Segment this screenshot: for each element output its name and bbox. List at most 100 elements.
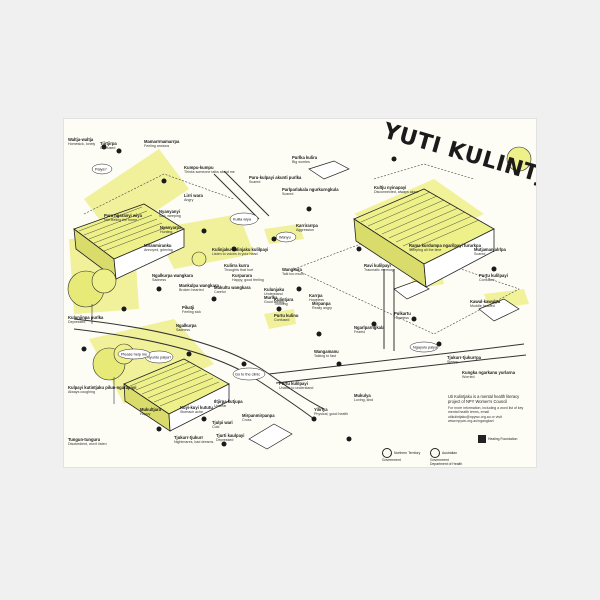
emotion-desc-24: Really angry <box>312 306 332 310</box>
emotion-desc-35: Talking to fast <box>314 354 336 358</box>
emotion-label-39: Kungka ngarkanu yurlarna <box>462 370 516 375</box>
emotion-label-10: Kulinjaku-kulinjaku kulilpayi <box>212 247 268 252</box>
emotion-desc-7: Hunting <box>160 230 172 234</box>
emotion-desc-4: Not feeling the home <box>104 218 137 222</box>
emotion-label-29: Karrirarrpa <box>296 223 319 228</box>
emotion-label-43: Iltjirpa kutjupa <box>214 399 243 404</box>
emotion-label-14: Mankulpa wangkara <box>179 283 219 288</box>
emotion-label-6: Nyanyanyi <box>159 209 180 214</box>
emotion-desc-28: Disconnected, always alone <box>374 190 419 194</box>
logo-name: Northern Territory Government <box>382 450 421 462</box>
poster-illustration: YUTI KULINTJAKU Palya? Kulila wiya Wanyu… <box>67 119 536 450</box>
emotion-label-25: Purlka kulira <box>292 155 318 160</box>
emotion-label-16: Kulunjinpa purlka <box>68 315 104 320</box>
emotion-label-22: Wangkara <box>282 267 303 272</box>
emotion-desc-2: Feeling anxious <box>144 144 169 148</box>
emotion-desc-48: Always coughing <box>68 390 95 394</box>
emotion-label-7: Nyanyarpa <box>160 225 182 230</box>
emotion-label-38: Tjukurr-tjukurrpa <box>447 355 482 360</box>
logo-name: Australian Government <box>430 450 458 462</box>
nt-emblem-icon <box>382 448 392 458</box>
people-figures <box>81 144 497 447</box>
speech-1: Palya? <box>95 168 107 172</box>
emotion-desc-40: Loving, kind <box>354 398 373 402</box>
emotion-label-34: Kawul-kawulpa <box>470 299 501 304</box>
emotion-desc-46: Nightmares, bad dreams <box>174 440 214 444</box>
emotion-desc-12: Happy, good feeling <box>232 278 264 282</box>
emotion-label-18: Murlka <box>264 295 278 300</box>
emotion-label-4: Para ngaranyi wiya <box>104 213 143 218</box>
poster: YUTI KULINTJAKU Palya? Kulila wiya Wanyu… <box>64 119 536 467</box>
emotion-label-47: Tungun-tunguru <box>68 437 101 442</box>
emotion-desc-11: Thoughts that hurt <box>224 268 253 272</box>
emotion-desc-23: Thinking <box>274 302 288 306</box>
emotion-label-50: Purtu kulilpayi <box>279 381 308 386</box>
emotion-label-41: Yiliriya <box>314 407 328 412</box>
house-center-right <box>353 188 495 288</box>
emotion-desc-22: Talk too much <box>282 272 304 276</box>
emotion-desc-44: Cold <box>212 425 219 429</box>
emotion-label-13: Mukultu wangkara <box>214 285 251 290</box>
emotion-desc-33: Confused <box>479 278 494 282</box>
emotion-label-19: Kulunjaku <box>264 287 285 292</box>
emotion-desc-47: Disobedient, won't listen <box>68 442 107 446</box>
emotion-label-11: Kulirra kurra <box>224 263 250 268</box>
emotion-label-23: Kulintjara <box>274 297 294 302</box>
logo-healing-foundation: Healing Foundation <box>478 435 517 443</box>
emotion-label-2: Mamarrmamarrpa <box>144 139 180 144</box>
emotion-desc-10: Listen to voices in your head <box>212 252 258 256</box>
emotion-label-31: Ravi kulilpayi <box>364 263 391 268</box>
emotion-label-26: Paru-kulpayi akunti purlka <box>249 175 302 180</box>
emotion-label-15: Pikatji <box>182 305 194 310</box>
emotion-desc-27: Scared <box>282 192 293 196</box>
emotion-desc-19: Understand <box>264 292 283 296</box>
emotion-label-48: Kulpayi kutintjaku pilun-ngarapayi <box>68 385 136 390</box>
emotion-label-12: Kurparara <box>232 273 253 278</box>
emotion-desc-38: Sleepy <box>447 360 458 364</box>
info-more: For more information, including a word l… <box>448 406 524 424</box>
info-text: Uti Kulintjaku is a mental health litera… <box>448 394 520 404</box>
speech-3: Wanyu <box>279 236 291 240</box>
emotion-label-37: Pulkartu <box>394 311 411 316</box>
speech-4: Nyuntu palya? <box>147 356 171 360</box>
emotion-desc-30: Sleeping all the time <box>409 248 441 252</box>
emotion-desc-20: Confused <box>274 318 289 322</box>
emotion-label-35: Wangamanu <box>314 349 339 354</box>
emotion-desc-45: Depressed <box>216 438 233 442</box>
emotion-label-32: Mutjamanjalrlpa <box>474 247 507 252</box>
emotion-label-33: Purtu kulilpayi <box>479 273 508 278</box>
emotion-desc-14: Broken hearted <box>179 288 204 292</box>
emotion-desc-25: Big worries <box>292 160 310 164</box>
emotion-desc-0: Homesick, lonely <box>68 142 95 146</box>
emotion-label-51: Mirpanmirpanpa <box>242 413 275 418</box>
emotion-desc-42: Stomach ache <box>180 410 203 414</box>
logo-subname: Department of Health <box>430 462 463 466</box>
emotion-desc-8: Annoyed, grieving <box>144 248 173 252</box>
healing-foundation-logo-icon <box>478 435 486 443</box>
emotion-desc-31: Traumatic memory <box>364 268 394 272</box>
emotion-desc-6: Sad, weeping <box>159 214 181 218</box>
logo-nt-government: Northern Territory Government <box>382 448 428 462</box>
emotion-desc-13: Careful <box>214 290 226 294</box>
emotion-label-45: Tjurti kaulpayi <box>216 433 244 438</box>
speech-2: Kulila wiya <box>233 218 252 222</box>
emotion-desc-9: Sadness <box>152 278 166 282</box>
cars <box>248 160 520 450</box>
emotion-desc-34: Muddle headed <box>470 304 495 308</box>
emotion-desc-17: Sadness <box>176 328 190 332</box>
emotion-label-46: Tjukurr-tjukurr <box>174 435 203 440</box>
emotion-desc-41: Physical, good health <box>314 412 348 416</box>
info-block: Uti Kulintjaku is a mental health litera… <box>448 394 532 424</box>
emotion-desc-26: Scared <box>249 180 260 184</box>
speech-5: Go to the clinic <box>235 373 260 377</box>
logos-row: Healing Foundation Australian Government… <box>382 435 532 466</box>
emotion-desc-49: Happy <box>140 412 151 416</box>
emotion-label-24: Mirpanpa <box>312 301 331 306</box>
emotion-desc-1: Confused <box>100 146 115 150</box>
logo-name: Healing Foundation <box>488 436 518 441</box>
emotion-desc-36: Fearful <box>354 330 365 334</box>
emotion-desc-37: Hopeless <box>394 316 409 320</box>
